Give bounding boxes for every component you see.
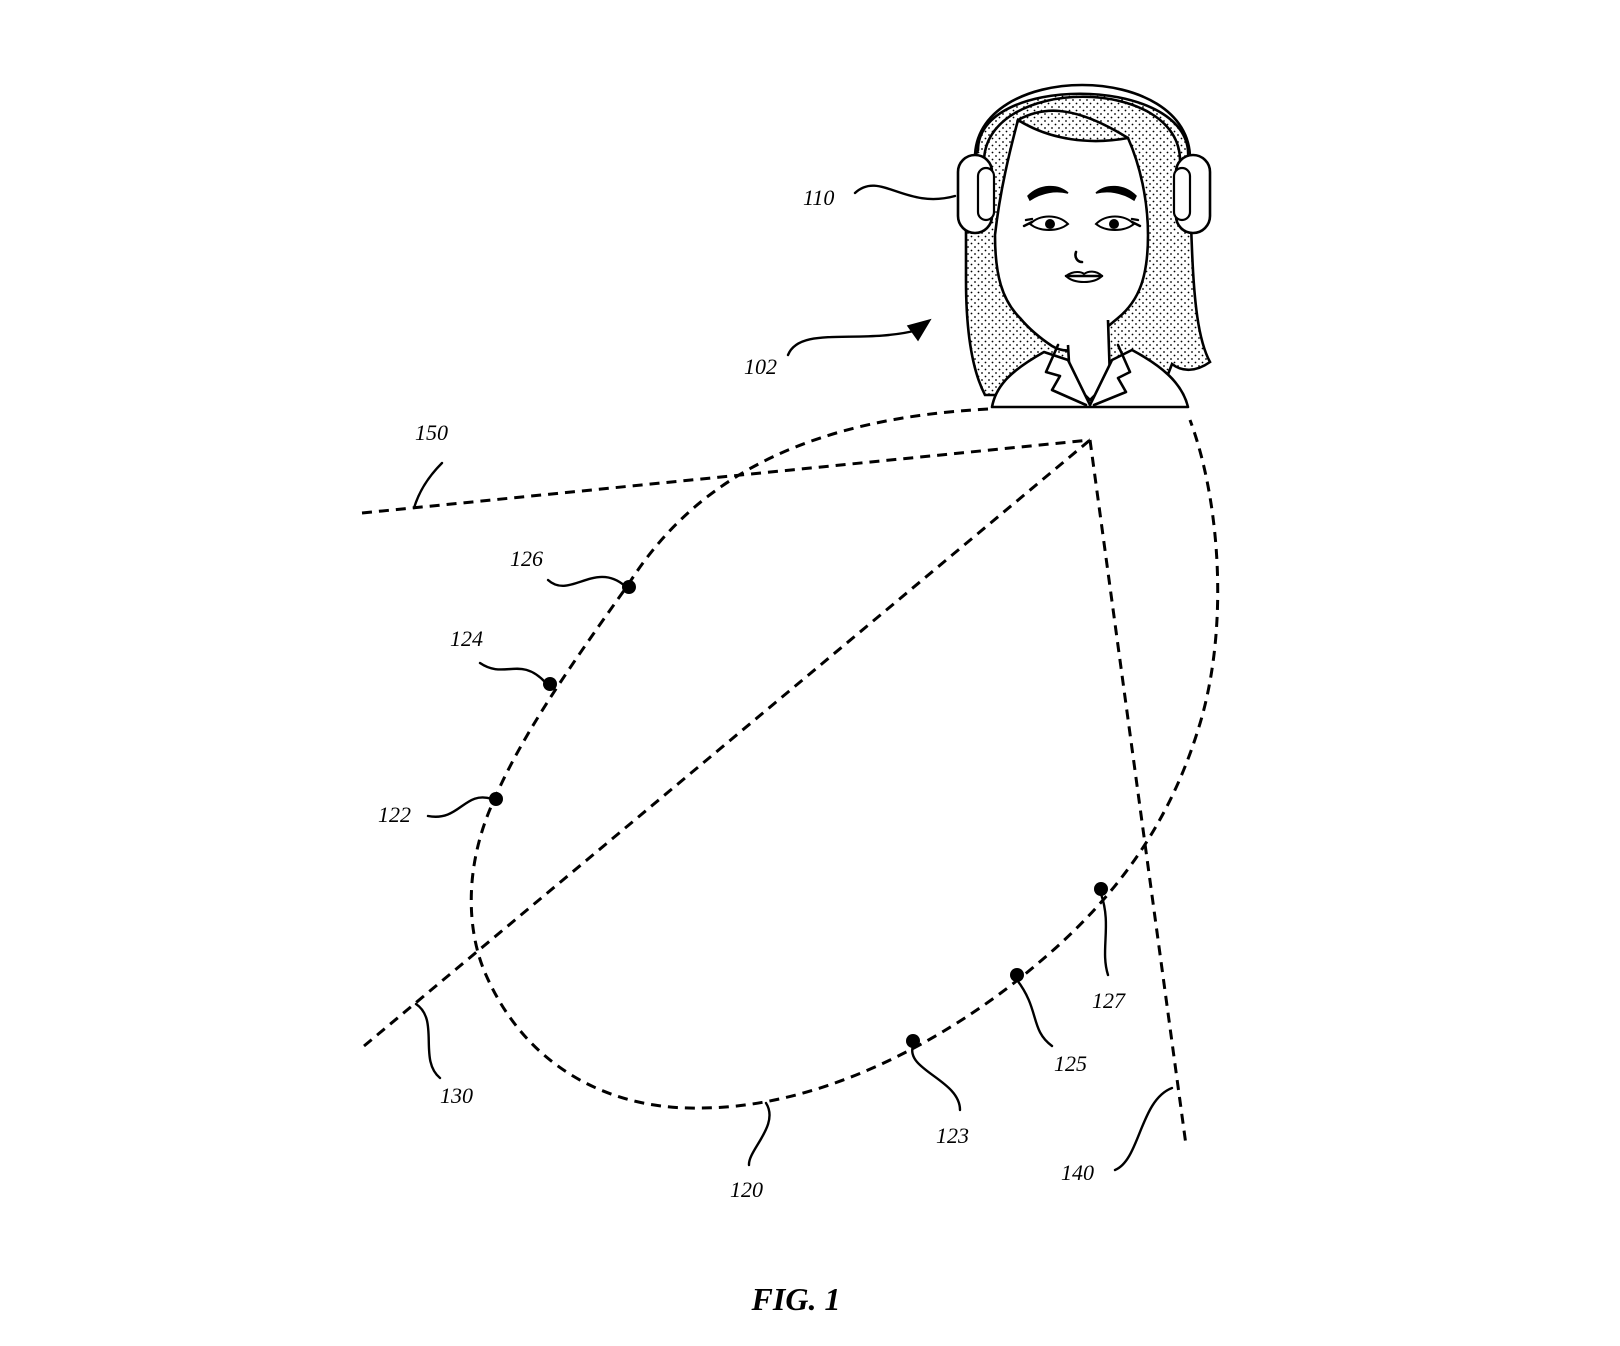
user-figure [956,83,1212,409]
label-124: 124 [450,626,483,651]
leader-126 [546,575,627,588]
label-120: 120 [730,1177,763,1202]
earpad-right [1172,166,1192,222]
leader-110 [853,184,957,201]
line-150 [361,438,1091,515]
dashed-geometry [361,407,1220,1146]
eyebrow-left [1027,185,1069,202]
label-122: 122 [378,802,411,827]
lapel-left [1044,343,1088,407]
point-126 [622,580,636,594]
label-125: 125 [1054,1051,1087,1076]
label-123: 123 [936,1123,969,1148]
eye-right [1094,215,1142,231]
leader-123 [911,1044,962,1112]
bangs [1016,109,1130,140]
leader-150 [412,461,444,510]
label-140: 140 [1061,1160,1094,1185]
point-125 [1010,968,1024,982]
nose [1074,250,1084,264]
points [489,580,1108,1048]
lapel-right [1092,343,1132,407]
eyebrow-right [1095,185,1137,202]
eye-left [1022,215,1070,231]
headphones [956,83,1212,235]
leader-lines [412,184,1174,1172]
reference-labels: 110 102 150 126 124 122 130 120 123 125 … [378,185,1126,1202]
point-127 [1094,882,1108,896]
leader-140 [1113,1086,1174,1172]
label-110: 110 [803,185,834,210]
point-123 [906,1034,920,1048]
line-140 [1088,439,1188,1146]
line-130 [363,438,1091,1048]
leader-120 [747,1101,771,1167]
label-127: 127 [1092,988,1126,1013]
leader-122 [426,796,494,818]
label-102: 102 [744,354,777,379]
earpad-left [976,166,996,222]
shoulders [990,348,1190,409]
lips [1064,270,1104,283]
label-150: 150 [415,420,448,445]
leader-102 [786,328,920,357]
leader-130 [414,1002,442,1080]
figure-caption: FIG. 1 [751,1281,841,1317]
point-124 [543,677,557,691]
point-122 [489,792,503,806]
headband-inner [982,95,1182,164]
face [993,117,1150,352]
arrowhead-102 [906,318,932,342]
leader-124 [478,661,548,685]
label-130: 130 [440,1083,473,1108]
headband-outer [973,83,1192,162]
label-126: 126 [510,546,543,571]
leader-127 [1099,892,1110,977]
leader-125 [1015,978,1054,1048]
